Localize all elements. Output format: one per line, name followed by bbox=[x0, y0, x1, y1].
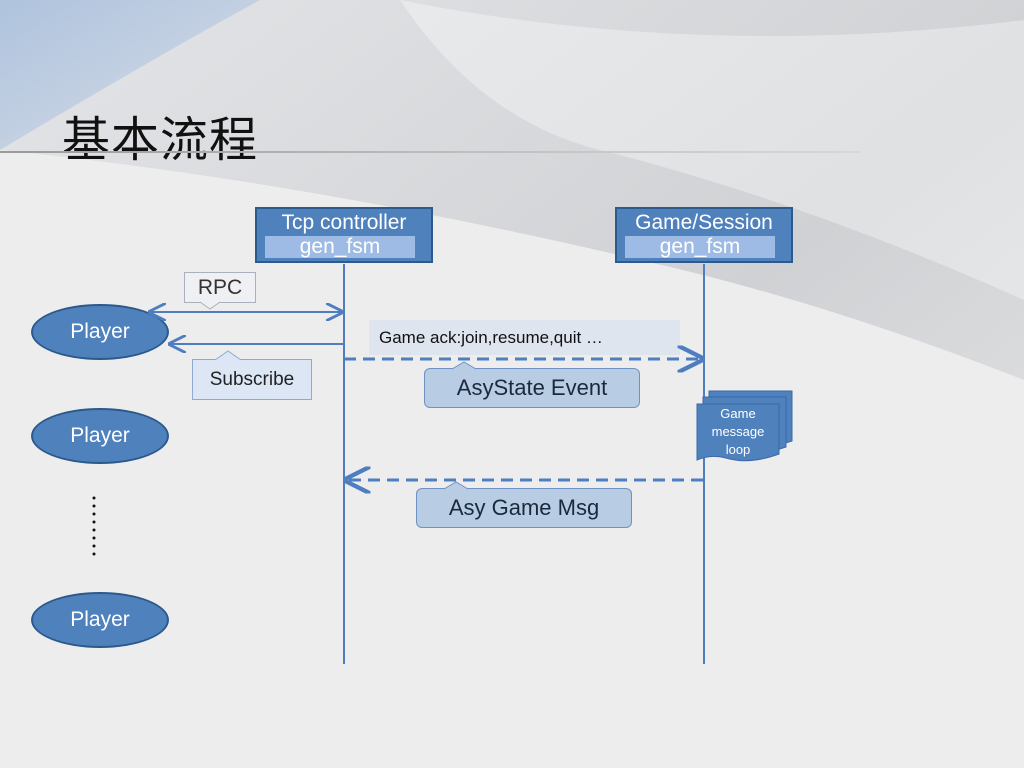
game-message-loop-label: Game message loop bbox=[697, 405, 779, 459]
player-node-3: Player bbox=[31, 592, 169, 648]
game-session-lifeline bbox=[703, 264, 705, 664]
game-message-loop-line-3: loop bbox=[725, 442, 751, 457]
rpc-label: RPC bbox=[184, 272, 256, 303]
asystate-event-callout: AsyState Event bbox=[424, 368, 640, 408]
game-message-loop-line-1: Game bbox=[720, 406, 756, 421]
tcp-controller-fsm-label: gen_fsm bbox=[265, 236, 415, 258]
tcp-controller-label: Tcp controller bbox=[281, 211, 407, 234]
player-node-2: Player bbox=[31, 408, 169, 464]
game-session-box: Game/Session gen_fsm bbox=[615, 207, 793, 263]
title-divider bbox=[0, 151, 860, 153]
game-ack-label: Game ack:join,resume,quit … bbox=[369, 320, 680, 355]
game-message-loop-line-2: message bbox=[711, 424, 765, 439]
slide-title: 基本流程 bbox=[62, 112, 259, 168]
game-session-label: Game/Session bbox=[635, 211, 773, 234]
subscribe-label: Subscribe bbox=[192, 359, 312, 400]
game-session-fsm-label: gen_fsm bbox=[625, 236, 775, 258]
asy-game-msg-callout: Asy Game Msg bbox=[416, 488, 632, 528]
tcp-controller-lifeline bbox=[343, 264, 345, 664]
player-node-1: Player bbox=[31, 304, 169, 360]
tcp-controller-box: Tcp controller gen_fsm bbox=[255, 207, 433, 263]
